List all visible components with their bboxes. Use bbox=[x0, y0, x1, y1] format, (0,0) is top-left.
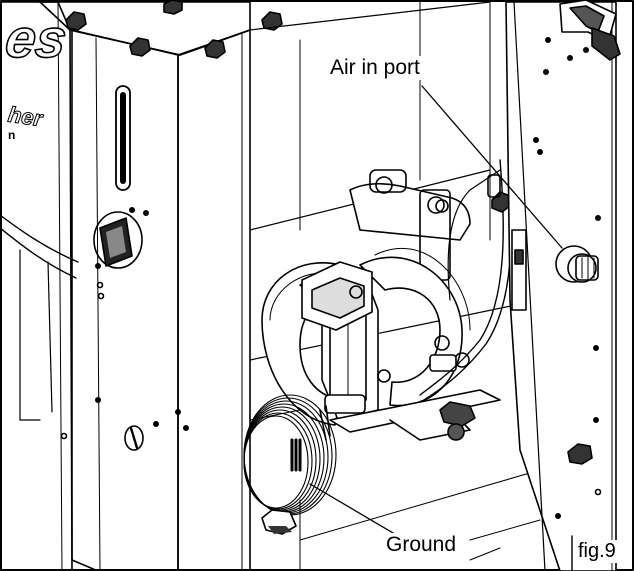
diaphragm-pump bbox=[261, 169, 501, 472]
inner-cabinet bbox=[249, 0, 541, 571]
ground-label: Ground bbox=[384, 533, 459, 557]
brand-fragment: es bbox=[1, 8, 71, 70]
right-door-panel bbox=[505, 0, 621, 571]
figure-number-label: fig.9 bbox=[576, 540, 618, 563]
air-in-port-leader bbox=[421, 85, 563, 249]
panel-fragment-small: n bbox=[8, 128, 16, 142]
left-cabinet bbox=[0, 0, 283, 571]
air-in-port-label: Air in port bbox=[328, 56, 422, 80]
ground-wire-coil bbox=[243, 394, 337, 535]
